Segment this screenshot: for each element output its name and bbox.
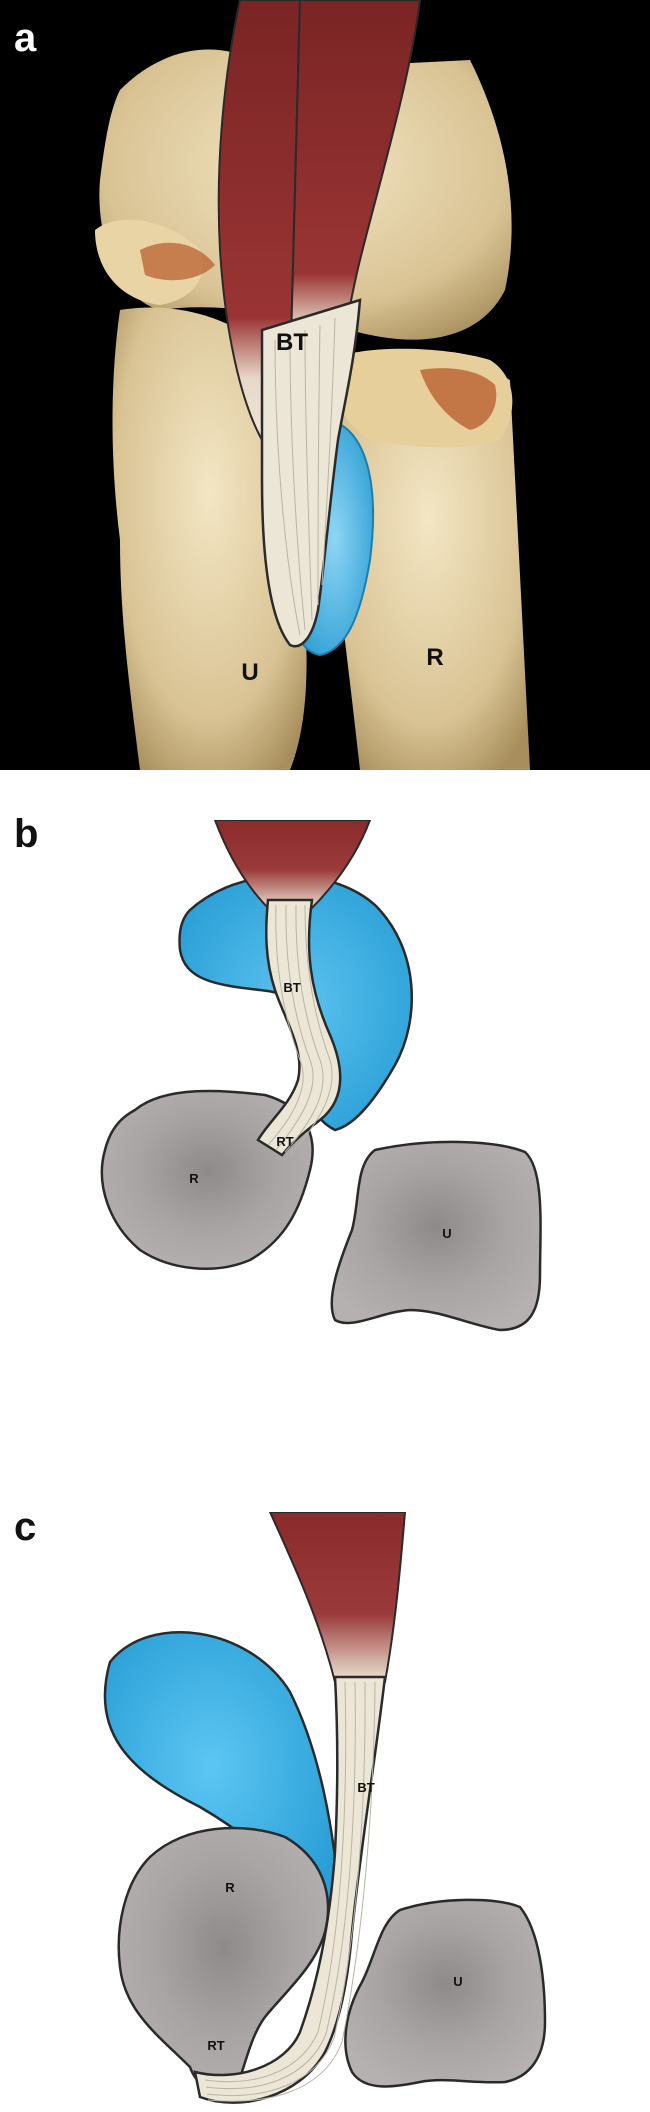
- panel-c-label-bt: BT: [357, 1780, 374, 1795]
- radius-cross-section-c: [117, 1826, 330, 2095]
- panel-b-illustration: BT RT R U: [100, 820, 542, 1332]
- biceps-tendon-b: [256, 898, 342, 1157]
- radial-head-cartilage: [420, 368, 497, 430]
- panel-b-label-r: R: [189, 1171, 199, 1186]
- panel-a-letter: a: [14, 16, 37, 60]
- panel-c-label-r: R: [225, 1880, 235, 1895]
- tendon-fibers-b: [267, 904, 333, 1155]
- radius-bone: [327, 349, 530, 770]
- panel-c-label-rt: RT: [207, 2038, 224, 2053]
- ulna-cross-section: [330, 1140, 542, 1332]
- trochlea-cartilage: [140, 242, 215, 281]
- panel-b-label-u: U: [442, 1226, 451, 1241]
- panel-b-label-bt: BT: [283, 980, 300, 995]
- tendon-fibers-c: [204, 1681, 376, 2102]
- panel-b-letter: b: [14, 812, 39, 856]
- bicipitoradial-bursa-b: [178, 874, 414, 1132]
- panel-a-label-u: U: [241, 659, 258, 686]
- tendon-fibers-a: [274, 317, 336, 636]
- panel-a-illustration: BT U R: [0, 0, 650, 770]
- panel-a-label-r: R: [426, 644, 443, 671]
- panel-c-illustration: BT R RT U: [103, 1512, 547, 2104]
- biceps-muscle-c: [268, 1512, 407, 1683]
- panel-a-label-bt: BT: [276, 329, 308, 356]
- panel-c-label-u: U: [453, 1974, 462, 1989]
- ulna-cross-section-c: [344, 1898, 547, 2088]
- panel-b-label-rt: RT: [276, 1134, 293, 1149]
- panel-c-letter: c: [14, 1505, 37, 1549]
- biceps-tendon: [260, 298, 362, 648]
